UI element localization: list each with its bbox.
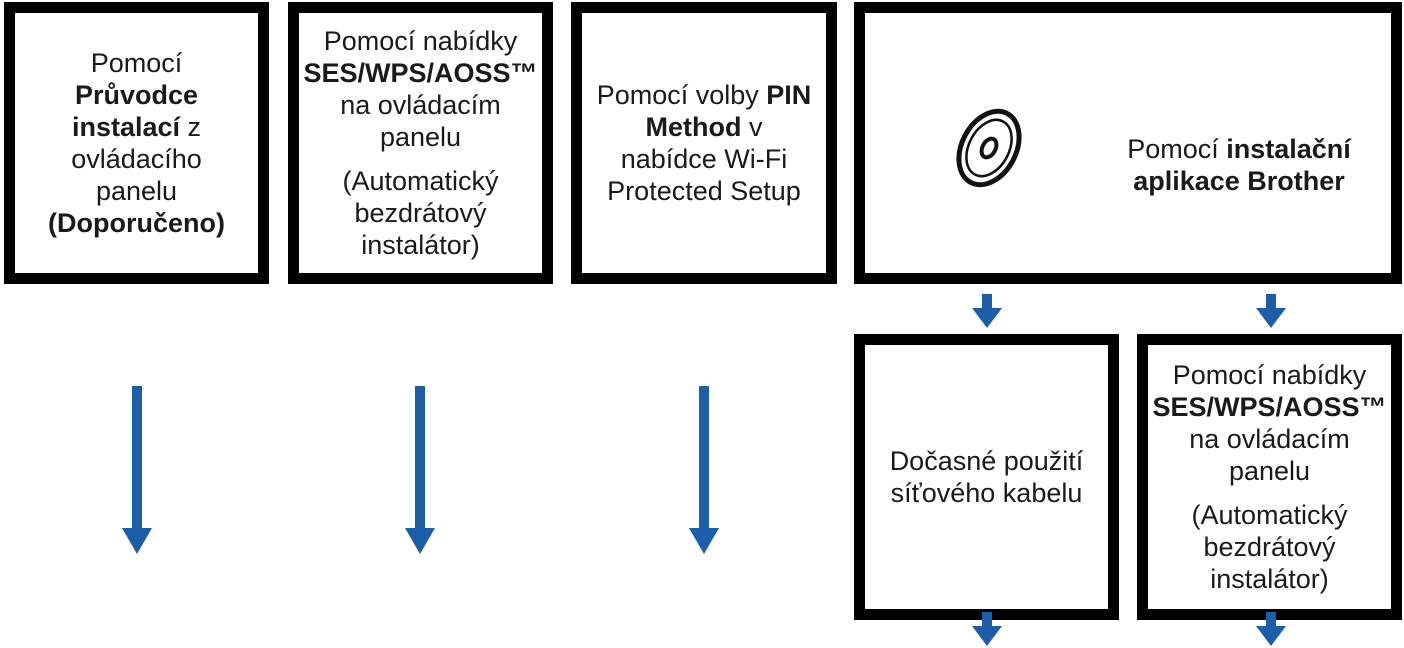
method-box-brother-installer: Pomocí instalační aplikace Brother bbox=[854, 2, 1402, 284]
wizard-line-3-bold: instalací bbox=[71, 112, 181, 142]
ses-bottom-line-7: instalátor) bbox=[1210, 564, 1329, 594]
down-arrow-icon bbox=[689, 386, 719, 554]
pin-line-2-bold: Method bbox=[645, 112, 742, 142]
down-arrow-icon bbox=[972, 612, 1002, 646]
wizard-line-3-rest: z bbox=[180, 112, 202, 142]
ses-top-line-7: instalátor) bbox=[361, 230, 480, 260]
ses-bottom-line-2: SES/WPS/AOSS™ bbox=[1152, 392, 1387, 422]
ses-bottom-line-1: Pomocí nabídky bbox=[1172, 360, 1367, 390]
method-box-ses-wps-aoss-installer: Pomocí nabídky SES/WPS/AOSS™ na ovládací… bbox=[1137, 334, 1402, 620]
method-box-setup-wizard: Pomocí Průvodce instalací z ovládacího p… bbox=[4, 2, 269, 284]
brother-line-2: aplikace Brother bbox=[1133, 166, 1345, 196]
wizard-line-5: panelu bbox=[95, 176, 178, 206]
ses-bottom-line-5: (Automatický bbox=[1191, 500, 1348, 530]
pin-line-4: Protected Setup bbox=[607, 176, 801, 206]
cable-line-2: síťového kabelu bbox=[890, 478, 1083, 508]
cable-line-1: Dočasné použití bbox=[889, 446, 1084, 476]
brother-line-1-rest: Pomocí bbox=[1127, 134, 1227, 164]
ses-top-line-2: SES/WPS/AOSS™ bbox=[303, 58, 538, 88]
ses-bottom-line-6: bezdrátový bbox=[1203, 532, 1336, 562]
down-arrow-icon bbox=[122, 386, 152, 554]
method-box-pin: Pomocí volby PIN Method v nabídce Wi-Fi … bbox=[571, 2, 837, 284]
wizard-line-2: Průvodce bbox=[74, 80, 199, 110]
pin-line-2-rest: v bbox=[741, 112, 763, 142]
pin-line-1-rest: Pomocí volby bbox=[596, 80, 767, 110]
down-arrow-icon bbox=[972, 294, 1002, 328]
down-arrow-icon bbox=[1256, 294, 1286, 328]
method-box-ses-wps-aoss: Pomocí nabídky SES/WPS/AOSS™ na ovládací… bbox=[288, 2, 553, 284]
ses-bottom-line-3: na ovládacím bbox=[1189, 424, 1350, 454]
ses-top-line-4: panelu bbox=[379, 122, 462, 152]
wizard-line-1: Pomocí bbox=[90, 48, 183, 78]
ses-top-line-6: bezdrátový bbox=[354, 198, 487, 228]
wizard-line-6: (Doporučeno) bbox=[48, 208, 225, 238]
method-box-network-cable: Dočasné použití síťového kabelu bbox=[854, 334, 1119, 620]
pin-line-3: nabídce Wi-Fi bbox=[620, 144, 788, 174]
down-arrow-icon bbox=[1256, 612, 1286, 646]
ses-top-line-3: na ovládacím bbox=[340, 90, 501, 120]
ses-bottom-line-4: panelu bbox=[1228, 456, 1311, 486]
brother-line-1-bold: instalační bbox=[1226, 134, 1351, 164]
pin-line-1-bold: PIN bbox=[766, 80, 812, 110]
ses-top-line-1: Pomocí nabídky bbox=[323, 26, 518, 56]
wizard-line-4: ovládacího bbox=[71, 144, 202, 174]
cd-disc-icon bbox=[956, 108, 1022, 188]
down-arrow-icon bbox=[405, 386, 435, 554]
ses-top-line-5: (Automatický bbox=[342, 166, 499, 196]
